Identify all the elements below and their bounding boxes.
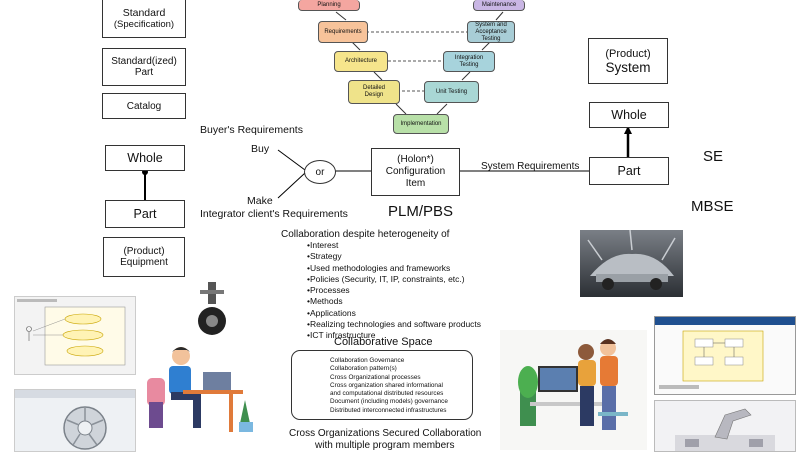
space-item: and computational distributed resources — [330, 390, 444, 398]
right-composition-arrow — [624, 126, 632, 134]
vmodel-architecture: Architecture — [334, 51, 388, 72]
configuration-label: Configuration — [385, 166, 446, 177]
left-whole-box: Whole — [105, 145, 185, 171]
holon-label: (Holon*) — [397, 154, 434, 165]
standard-specification-box: Standard (Specification) — [102, 0, 186, 38]
system-requirements-label: System Requirements — [481, 161, 580, 172]
list-item: Interest — [307, 240, 481, 251]
standardized-part-box: Standard(ized) Part — [102, 48, 186, 86]
vmodel-requirements: Requirements — [318, 21, 368, 43]
buy-line — [277, 149, 306, 171]
space-item: Collaboration pattern(s) — [330, 365, 397, 373]
left-part-label: Part — [133, 207, 157, 221]
engineer-at-desk-illustration — [143, 340, 261, 435]
right-part-label: Part — [617, 164, 641, 178]
vmodel-integration-testing: Integration Testing — [443, 51, 495, 72]
se-label: SE — [703, 148, 724, 165]
configuration-item-box: (Holon*) Configuration Item — [371, 148, 460, 196]
list-item: Used methodologies and frameworks — [307, 263, 481, 274]
list-item: Applications — [307, 308, 481, 319]
equipment-product-label: (Product) — [123, 246, 165, 257]
collaboration-heading: Collaboration despite heterogeneity of — [281, 229, 450, 240]
product-system-box: (Product) System — [588, 38, 668, 84]
make-label: Make — [247, 195, 273, 207]
list-item: Methods — [307, 296, 481, 307]
secured-collaboration-line1: Cross Organizations Secured Collaboratio… — [289, 428, 482, 439]
vmodel-maintenance: Maintenance — [473, 0, 525, 11]
right-whole-label: Whole — [611, 108, 647, 122]
right-part-box: Part — [589, 157, 669, 185]
or-label: or — [315, 166, 325, 178]
vmodel-planning: Planning — [298, 0, 360, 11]
right-whole-box: Whole — [589, 102, 669, 128]
collaborative-space-title: Collaborative Space — [334, 336, 433, 348]
integrator-requirements-label: Integrator client's Requirements — [200, 208, 348, 220]
space-item: Document (including models) governance — [330, 398, 448, 406]
standardized-label: Standard(ized) — [111, 56, 177, 67]
list-item: Strategy — [307, 251, 481, 262]
vmodel-implementation: Implementation — [393, 114, 449, 134]
standardized-part-label: Part — [134, 67, 154, 78]
plm-pbs-label: PLM/PBS — [388, 203, 454, 220]
list-item: Realizing technologies and software prod… — [307, 319, 481, 330]
space-item: Cross Organizational processes — [330, 373, 421, 381]
catalog-box: Catalog — [102, 93, 186, 119]
vmodel-detailed-design: Detailed Design — [348, 80, 400, 104]
mbse-label: MBSE — [691, 198, 734, 215]
product-equipment-box: (Product) Equipment — [103, 237, 185, 277]
system-label: System — [605, 59, 651, 75]
mbse-process-slide — [654, 316, 796, 395]
cad-wheel-thumbnail — [14, 389, 136, 452]
robotic-arm-image — [654, 400, 796, 452]
left-part-box: Part — [105, 200, 185, 228]
system-product-label: (Product) — [605, 47, 651, 60]
use-case-diagram-thumbnail — [14, 296, 136, 375]
specification-label: (Specification) — [113, 19, 175, 30]
heterogeneity-list: Interest Strategy Used methodologies and… — [307, 240, 481, 342]
space-item: Cross organization shared informational — [330, 381, 443, 389]
space-item: Distributed interconnected infrastructur… — [330, 406, 447, 414]
car-assembly-photo — [580, 230, 683, 297]
vmodel-system-acceptance-testing: System and Acceptance Testing — [467, 21, 515, 43]
equipment-label: Equipment — [120, 257, 168, 268]
buyers-requirements-label: Buyer's Requirements — [200, 124, 303, 136]
collaborative-space-box: Collaboration Governance Collaboration p… — [291, 350, 473, 420]
buy-label: Buy — [251, 143, 270, 155]
standard-label: Standard — [122, 7, 166, 19]
list-item: Policies (Security, IT, IP, constraints,… — [307, 274, 481, 285]
catalog-label: Catalog — [126, 100, 162, 112]
item-label: Item — [405, 178, 426, 189]
left-whole-label: Whole — [127, 151, 163, 165]
vmodel-unit-testing: Unit Testing — [424, 81, 479, 103]
secured-collaboration-line2: with multiple program members — [315, 440, 455, 451]
landing-gear-image — [190, 282, 234, 337]
or-ellipse: or — [304, 160, 336, 184]
team-workstation-illustration — [500, 330, 647, 450]
space-item: Collaboration Governance — [330, 357, 405, 364]
list-item: Processes — [307, 285, 481, 296]
list-item: ICT infrastructure — [307, 330, 481, 341]
make-line — [277, 172, 306, 199]
